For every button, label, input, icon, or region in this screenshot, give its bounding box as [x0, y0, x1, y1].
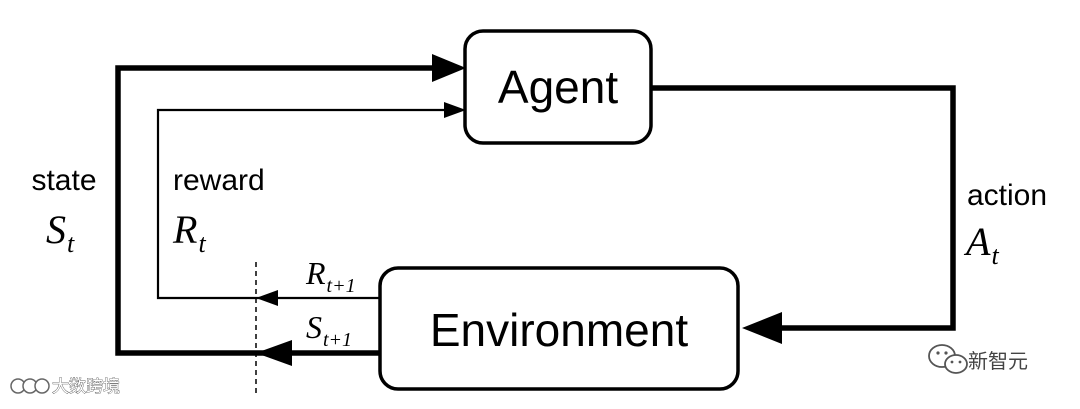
- state-word: state: [31, 164, 96, 197]
- action-signal-label: action At: [963, 179, 1047, 270]
- action-arrow: [651, 85, 956, 344]
- state-symbol: St: [46, 207, 75, 258]
- reward-word: reward: [173, 164, 265, 197]
- action-word: action: [967, 179, 1047, 212]
- wechat-icon: [928, 344, 968, 374]
- environment-node: Environment: [378, 266, 740, 391]
- watermark-right-text: 新智元: [968, 349, 1028, 373]
- state-arrow: [115, 54, 466, 366]
- reward-symbol: Rt: [172, 207, 206, 258]
- next-reward-symbol: Rt+1: [305, 255, 356, 297]
- watermark-left: 大数跨境: [10, 377, 120, 397]
- watermark-right: 新智元: [928, 344, 1028, 374]
- brand-logo-icon: [10, 378, 50, 394]
- agent-label: Agent: [498, 61, 618, 113]
- action-symbol: At: [963, 219, 999, 270]
- watermark-left-text: 大数跨境: [52, 377, 120, 397]
- reward-arrow: [156, 102, 466, 306]
- state-signal-label: state St: [31, 164, 96, 258]
- environment-label: Environment: [430, 304, 688, 356]
- reward-signal-label: reward Rt: [172, 164, 265, 258]
- agent-node: Agent: [463, 29, 653, 145]
- next-state-symbol: St+1: [306, 309, 352, 351]
